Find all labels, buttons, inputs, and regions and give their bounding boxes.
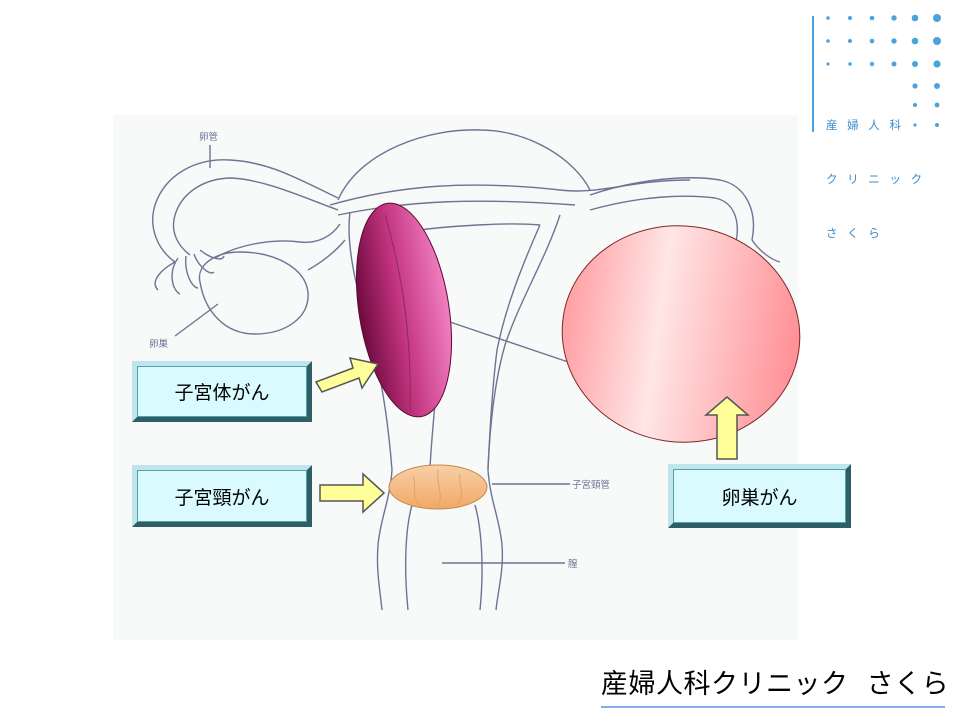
ligament-line xyxy=(337,200,576,216)
left-tube-outline xyxy=(152,159,339,263)
callout-uterine-body-cancer: 子宮体がん xyxy=(132,361,312,422)
label-cervical-canal: 子宮頸管 xyxy=(572,479,610,491)
clinic-name-footer: 産婦人科クリニック さくら xyxy=(601,669,950,700)
callout-cervical-cancer-text: 子宮頸がん xyxy=(174,486,270,509)
label-vagina: 膣 xyxy=(568,558,578,570)
cervix-inner-line xyxy=(412,469,463,507)
left-fimbriae xyxy=(154,249,225,295)
ligament-line xyxy=(329,179,691,206)
logo-divider xyxy=(812,16,814,132)
logo-line-2: ク リ ニ ッ ク xyxy=(826,172,926,186)
vagina-inner-wall xyxy=(404,504,413,611)
logo-line-3: さ く ら xyxy=(826,226,883,240)
callout-uterine-body-cancer-text: 子宮体がん xyxy=(174,382,270,404)
uterine-cavity-top xyxy=(419,223,541,231)
vagina-left-wall xyxy=(376,469,393,611)
arrow-to-cervix xyxy=(319,472,386,514)
fundus-outline xyxy=(337,129,591,201)
callout-cervical-cancer: 子宮頸がん xyxy=(132,465,312,527)
left-ovary-ligament xyxy=(307,239,346,271)
logo-text: 産 婦 人 科 ク リ ニ ッ ク さ く ら xyxy=(826,80,925,278)
callout-ovarian-cancer: 卵巣がん xyxy=(668,464,851,528)
label-fallopian-tube: 卵管 xyxy=(199,131,218,143)
uterine-body-highlight xyxy=(355,202,453,418)
ovary-tumor-leader xyxy=(449,321,581,367)
label-ovary: 卵巣 xyxy=(149,338,169,350)
logo-line-1: 産 婦 人 科 xyxy=(826,118,904,132)
left-tube-inner xyxy=(214,223,341,259)
uterine-cavity xyxy=(487,224,541,469)
ovary-label-leader xyxy=(174,303,219,337)
right-tube-outline xyxy=(589,195,738,243)
callout-ovarian-cancer-text: 卵巣がん xyxy=(721,486,798,509)
arrow-to-ovary xyxy=(703,396,751,460)
left-tube-outline xyxy=(172,177,339,256)
left-ovary-outline xyxy=(198,251,309,335)
ovarian-tumor-highlight xyxy=(561,225,801,443)
vagina-inner-wall xyxy=(474,504,483,611)
arrow-to-uterine-body xyxy=(314,357,380,393)
vagina-right-wall xyxy=(487,469,504,611)
right-tube-outline xyxy=(589,177,755,241)
uterine-body-inner-line xyxy=(384,214,411,411)
footer-underline xyxy=(601,706,945,708)
clinic-logo: 産 婦 人 科 ク リ ニ ッ ク さ く ら xyxy=(808,8,953,240)
logo-dot-grid xyxy=(826,14,941,127)
